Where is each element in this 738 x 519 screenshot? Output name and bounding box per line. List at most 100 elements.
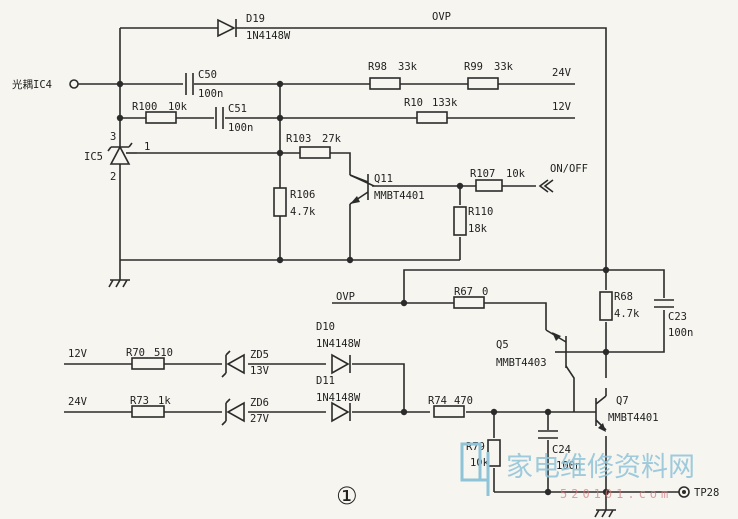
label-zd5-name: ZD5 bbox=[250, 349, 269, 361]
label-r99-name: R99 bbox=[464, 61, 483, 73]
label-r99-value: 33k bbox=[494, 61, 514, 73]
label-ovp-mid: OVP bbox=[336, 291, 355, 303]
resistor-r107 bbox=[475, 179, 503, 192]
label-ic5-pin3: 3 bbox=[110, 131, 116, 143]
capacitor-c24 bbox=[538, 430, 558, 439]
resistor-r67 bbox=[453, 296, 485, 309]
label-r100-value: 10k bbox=[168, 101, 188, 113]
diode-d11 bbox=[331, 401, 351, 423]
label-c24-value: 100n bbox=[556, 460, 581, 472]
label-c50-value: 100n bbox=[198, 88, 223, 100]
capacitor-c51 bbox=[215, 107, 224, 129]
watermark-url: 520101.com bbox=[560, 487, 672, 501]
watermark-logo-icon bbox=[460, 442, 490, 496]
label-r73-value: 1k bbox=[158, 395, 171, 407]
transistor-q5 bbox=[545, 329, 567, 368]
label-24v-top: 24V bbox=[552, 67, 572, 79]
label-r10-name: R10 bbox=[404, 97, 423, 109]
label-zd6-value: 27V bbox=[250, 413, 270, 425]
terminal-opto bbox=[69, 79, 79, 89]
label-on-off: ON/OFF bbox=[550, 163, 588, 175]
label-q11-name: Q11 bbox=[374, 173, 393, 185]
label-r70-name: R70 bbox=[126, 347, 145, 359]
label-r68-value: 4.7k bbox=[614, 308, 640, 320]
label-r107-value: 10k bbox=[506, 168, 526, 180]
transistor-q11 bbox=[349, 174, 369, 205]
label-ic5-pin1: 1 bbox=[144, 141, 150, 153]
label-r98-value: 33k bbox=[398, 61, 418, 73]
label-r106-value: 4.7k bbox=[290, 206, 316, 218]
labels: OVP D19 1N4148W 光耦IC4 C50 100n R98 33k R… bbox=[12, 11, 719, 510]
transistor-q7 bbox=[595, 395, 607, 432]
capacitor-c23 bbox=[654, 299, 674, 308]
label-d10-value: 1N4148W bbox=[316, 338, 361, 350]
resistor-r68 bbox=[599, 291, 613, 321]
label-tp28: TP28 bbox=[694, 487, 719, 499]
label-12v-left: 12V bbox=[68, 348, 88, 360]
resistor-r100 bbox=[145, 111, 177, 124]
label-optocoupler: 光耦IC4 bbox=[12, 78, 52, 91]
capacitor-c50 bbox=[185, 73, 194, 95]
regulator-ic5 bbox=[107, 142, 137, 165]
junction-dots bbox=[116, 80, 610, 496]
resistor-r106 bbox=[273, 187, 287, 217]
zener-zd5 bbox=[221, 350, 245, 378]
label-r107-name: R107 bbox=[470, 168, 495, 180]
resistor-r73 bbox=[131, 405, 165, 418]
watermark: 家电维修资料网 520101.com bbox=[460, 442, 695, 501]
label-r73-name: R73 bbox=[130, 395, 149, 407]
label-c24-name: C24 bbox=[552, 444, 571, 456]
label-d19-value: 1N4148W bbox=[246, 30, 291, 42]
label-d10-name: D10 bbox=[316, 321, 335, 333]
label-ic5-name: IC5 bbox=[84, 151, 103, 163]
resistor-r10 bbox=[416, 111, 448, 124]
label-d19-name: D19 bbox=[246, 13, 265, 25]
label-r103-name: R103 bbox=[286, 133, 311, 145]
resistor-r103 bbox=[299, 146, 331, 159]
ground-icon bbox=[108, 279, 130, 288]
label-c51-name: C51 bbox=[228, 103, 247, 115]
resistor-r74 bbox=[433, 405, 465, 418]
label-d11-value: 1N4148W bbox=[316, 392, 361, 404]
label-r110-name: R110 bbox=[468, 206, 493, 218]
resistor-r99 bbox=[467, 77, 499, 90]
label-c23-name: C23 bbox=[668, 311, 687, 323]
label-q11-value: MMBT4401 bbox=[374, 190, 425, 202]
diode-d10 bbox=[331, 353, 351, 375]
label-c50-name: C50 bbox=[198, 69, 217, 81]
label-r98-name: R98 bbox=[368, 61, 387, 73]
label-12v-top: 12V bbox=[552, 101, 572, 113]
label-c51-value: 100n bbox=[228, 122, 253, 134]
resistor-r110 bbox=[453, 206, 467, 236]
resistor-r79 bbox=[487, 439, 501, 467]
label-q7-name: Q7 bbox=[616, 395, 629, 407]
resistor-r98 bbox=[369, 77, 401, 90]
label-ic5-pin2: 2 bbox=[110, 171, 116, 183]
label-r70-value: 510 bbox=[154, 347, 173, 359]
label-r68-name: R68 bbox=[614, 291, 633, 303]
label-r74-name: R74 bbox=[428, 395, 447, 407]
figure-number: ① bbox=[336, 482, 358, 510]
on-off-arrow-icon bbox=[538, 179, 554, 193]
label-24v-left: 24V bbox=[68, 396, 88, 408]
ground-icon bbox=[594, 509, 616, 518]
watermark-text: 家电维修资料网 bbox=[506, 452, 695, 483]
label-ovp-top: OVP bbox=[432, 11, 451, 23]
label-r110-value: 18k bbox=[468, 223, 488, 235]
label-r74-value: 470 bbox=[454, 395, 473, 407]
label-zd5-value: 13V bbox=[250, 365, 270, 377]
zener-zd6 bbox=[221, 398, 245, 426]
label-r67-value: 0 bbox=[482, 286, 488, 298]
label-q7-value: MMBT4401 bbox=[608, 412, 659, 424]
label-r106-name: R106 bbox=[290, 189, 315, 201]
label-q5-value: MMBT4403 bbox=[496, 357, 547, 369]
label-zd6-name: ZD6 bbox=[250, 397, 269, 409]
resistor-r70 bbox=[131, 357, 165, 370]
label-q5-name: Q5 bbox=[496, 339, 509, 351]
label-d11-name: D11 bbox=[316, 375, 335, 387]
label-c23-value: 100n bbox=[668, 327, 693, 339]
diode-d19 bbox=[217, 18, 237, 38]
label-r10-value: 133k bbox=[432, 97, 458, 109]
